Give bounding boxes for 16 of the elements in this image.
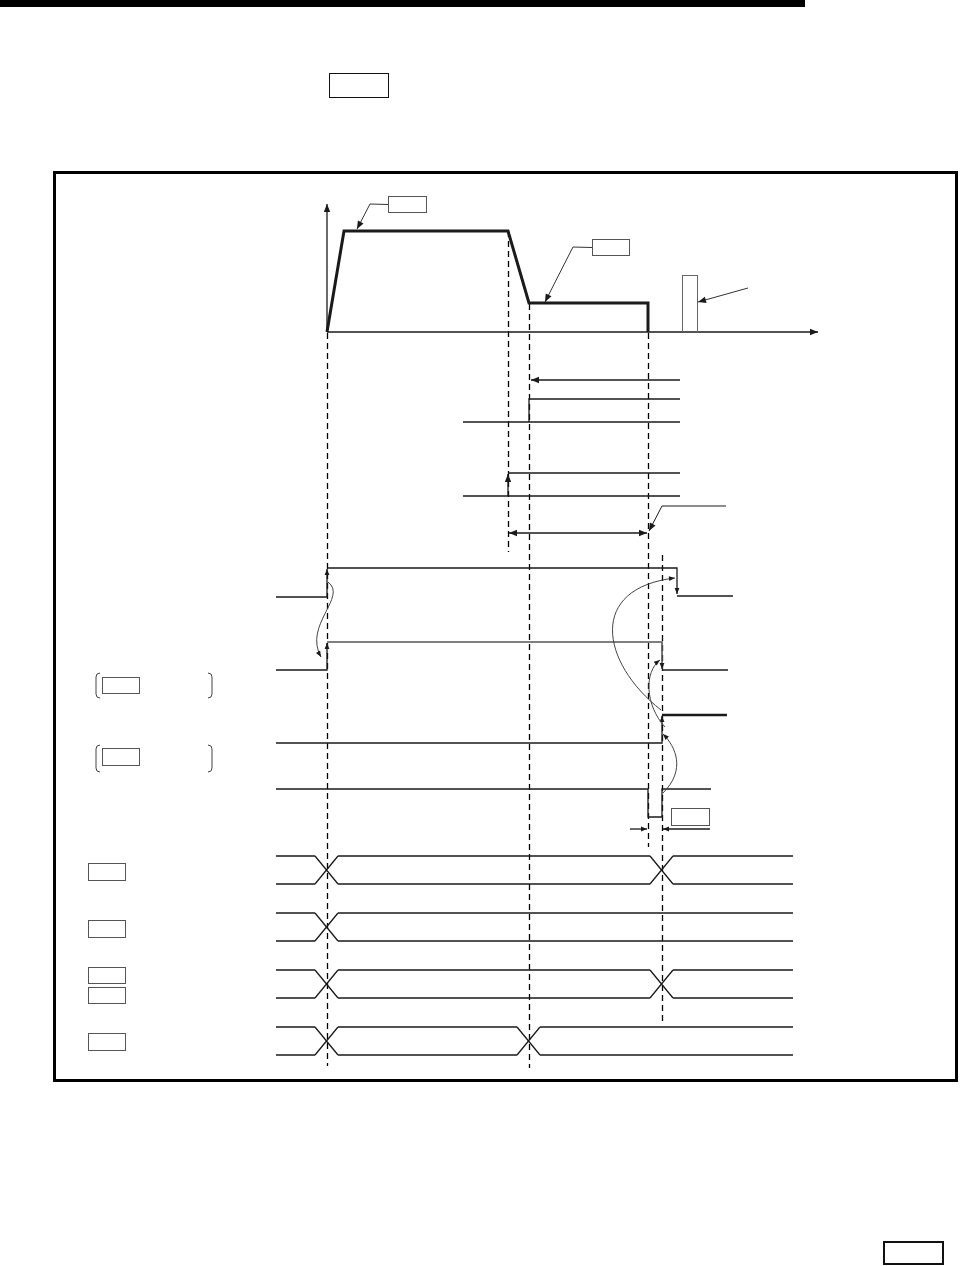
label-box (102, 748, 140, 766)
label-box (592, 239, 630, 256)
label-box (88, 1033, 126, 1051)
pulse-bar (682, 275, 698, 332)
label-box (329, 73, 389, 98)
label-box (388, 196, 427, 213)
label-box (88, 863, 126, 881)
leader-line (356, 203, 389, 230)
label-box (88, 920, 126, 938)
leader-line (544, 246, 593, 303)
page-number-box (883, 1241, 944, 1265)
label-box (88, 967, 126, 984)
leader-line (697, 287, 749, 303)
label-box (88, 987, 126, 1004)
label-box (102, 677, 140, 694)
label-box (671, 808, 710, 826)
